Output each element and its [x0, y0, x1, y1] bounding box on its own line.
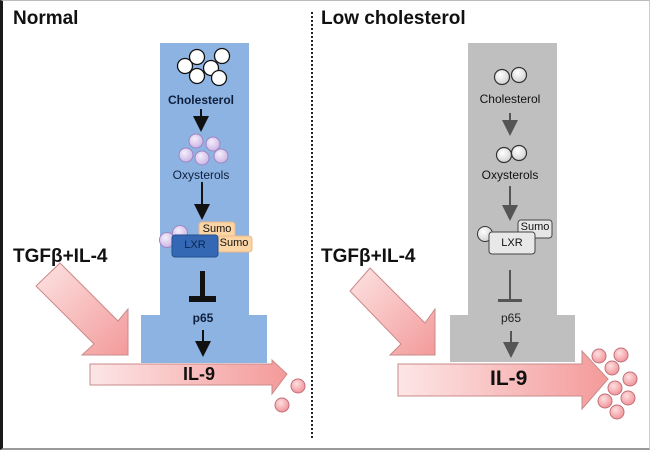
oxysterol-molecules-low-icon: [495, 144, 528, 164]
lxr-label-normal: LXR: [184, 239, 206, 251]
sumo-label-normal-1: Sumo: [202, 223, 232, 235]
lxr-complex-low: [477, 219, 553, 255]
panel-divider: [311, 12, 313, 438]
il9-molecules-normal: [274, 378, 306, 413]
p65-label-normal: p65: [192, 311, 214, 325]
il9-arrow-normal: [89, 358, 288, 396]
stimulus-arrow-normal: [35, 262, 129, 356]
il9-molecules-low: [591, 347, 638, 420]
low-pathway-box: [450, 43, 575, 362]
panel-title-normal: Normal: [13, 8, 79, 29]
stimulus-label-normal: TGFβ+IL-4: [13, 246, 108, 267]
lxr-complex-normal: [159, 221, 253, 258]
il9-label-normal: IL-9: [183, 364, 216, 384]
stimulus-label-low: TGFβ+IL-4: [321, 246, 416, 267]
cholesterol-label-low: Cholesterol: [479, 92, 541, 106]
stimulus-arrow-low: [349, 267, 436, 356]
panel-title-low: Low cholesterol: [321, 8, 466, 29]
lxr-label-low: LXR: [501, 237, 523, 249]
cholesterol-label-normal: Cholesterol: [167, 93, 234, 107]
il9-label-low: IL-9: [490, 367, 528, 390]
cholesterol-molecules-icon: [176, 47, 231, 87]
p65-label-low: p65: [500, 311, 522, 325]
inhibition-bar-normal: [189, 271, 216, 302]
cholesterol-molecules-low-icon: [493, 66, 528, 86]
sumo-label-normal-2: Sumo: [219, 237, 249, 249]
oxysterols-label-normal: Oxysterols: [172, 168, 230, 182]
sumo-label-low: Sumo: [520, 221, 550, 233]
oxysterol-molecules-icon: [178, 133, 229, 166]
il9-arrow-low: [397, 349, 609, 411]
inhibition-bar-low: [498, 270, 522, 302]
oxysterols-label-low: Oxysterols: [481, 168, 539, 182]
